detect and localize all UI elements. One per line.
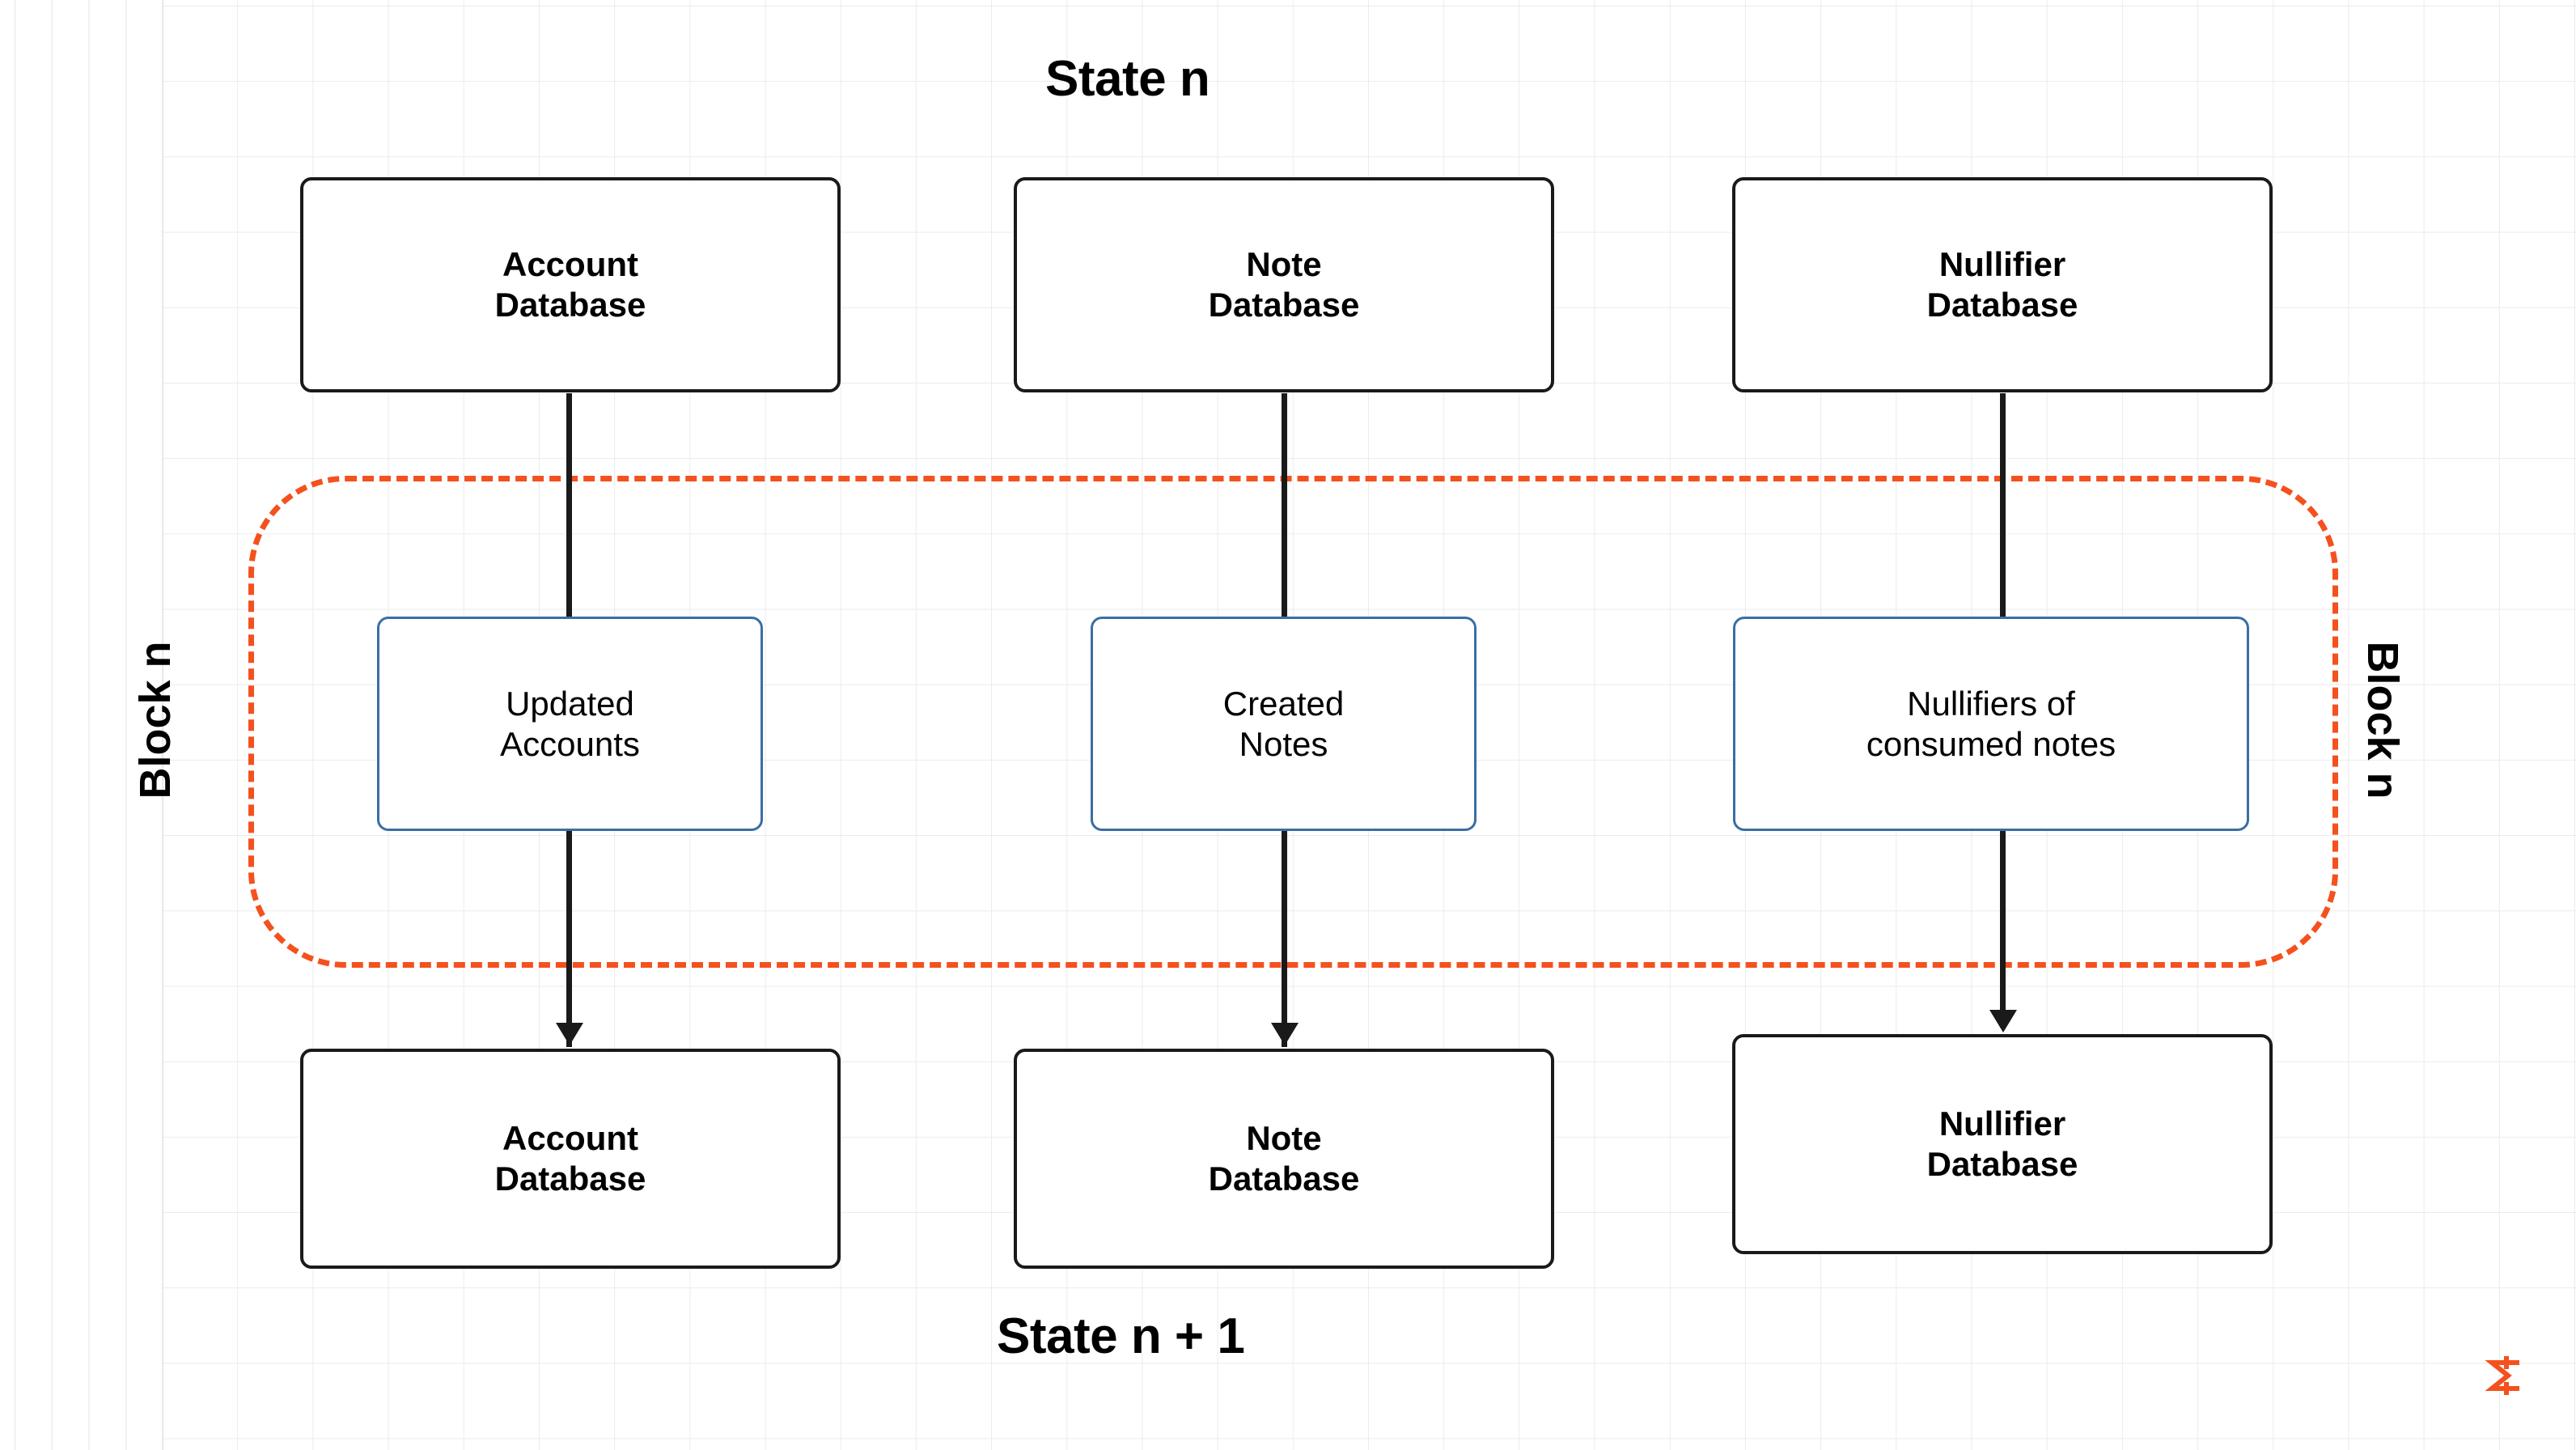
node-label: Nullifier Database xyxy=(1926,1104,2078,1183)
node-nullifier-database-top[interactable]: Nullifier Database xyxy=(1732,177,2273,392)
node-label: Updated Accounts xyxy=(500,684,640,763)
node-label: Created Notes xyxy=(1222,684,1345,763)
node-label: Nullifiers of consumed notes xyxy=(1866,684,2116,763)
connector-updated-accounts-to-account-db xyxy=(566,827,572,1047)
node-label: Nullifier Database xyxy=(1926,245,2078,324)
node-label: Note Database xyxy=(1208,1119,1360,1198)
state-n-plus-1-title: State n + 1 xyxy=(997,1308,1245,1364)
connector-note-db-to-created-notes xyxy=(1282,393,1287,620)
left-margin-rules xyxy=(0,0,166,1450)
node-label: Account Database xyxy=(494,1119,646,1198)
block-n-label-right: Block n xyxy=(2358,641,2407,799)
node-nullifier-database-bottom[interactable]: Nullifier Database xyxy=(1732,1034,2273,1254)
block-n-region xyxy=(248,476,2338,968)
node-account-database-top[interactable]: Account Database xyxy=(300,177,841,392)
connector-created-notes-to-note-db xyxy=(1282,827,1287,1047)
node-label: Account Database xyxy=(494,245,646,324)
node-label: Note Database xyxy=(1208,245,1360,324)
node-note-database-top[interactable]: Note Database xyxy=(1014,177,1554,392)
state-n-title: State n xyxy=(1045,51,1210,107)
block-n-label-left: Block n xyxy=(131,641,180,799)
connector-nullifiers-to-nullifier-db xyxy=(2000,827,2006,1028)
connector-nullifier-db-to-nullifiers xyxy=(2000,393,2006,620)
node-nullifiers-of-consumed-notes[interactable]: Nullifiers of consumed notes xyxy=(1733,617,2249,831)
node-created-notes[interactable]: Created Notes xyxy=(1091,617,1477,831)
arrowhead-column-3 xyxy=(1989,1010,2017,1032)
node-updated-accounts[interactable]: Updated Accounts xyxy=(377,617,763,831)
arrowhead-column-1 xyxy=(556,1023,583,1045)
node-account-database-bottom[interactable]: Account Database xyxy=(300,1049,841,1269)
node-note-database-bottom[interactable]: Note Database xyxy=(1014,1049,1554,1269)
arrowhead-column-2 xyxy=(1271,1023,1299,1045)
connector-account-db-to-updated-accounts xyxy=(566,393,572,620)
sigma-logo-icon xyxy=(2485,1356,2519,1395)
